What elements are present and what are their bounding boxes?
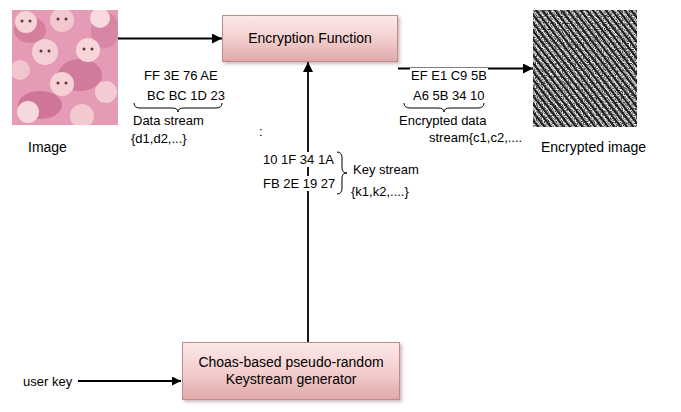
doll-eye — [65, 82, 68, 85]
stream-label: {k1,k2,....} — [350, 184, 410, 199]
process-box: Encryption Function — [222, 15, 398, 62]
image-figure: Image — [12, 10, 118, 125]
stream-label: FF 3E 76 AE — [143, 68, 219, 83]
image-caption: Image — [28, 139, 67, 155]
doll-head — [15, 11, 37, 33]
doll-eye — [48, 50, 51, 53]
stream-label: Encrypted data — [398, 113, 487, 128]
doll-head — [95, 81, 117, 103]
doll-eye — [57, 82, 60, 85]
stream-label: Data stream — [132, 113, 205, 128]
stream-label: FB 2E 19 27 — [262, 176, 336, 191]
doll-head — [70, 104, 94, 125]
stream-label: : — [258, 124, 264, 139]
process-box: Choas-based pseudo-random Keystream gene… — [182, 342, 400, 400]
box-text: Choas-based pseudo-random Keystream gene… — [191, 354, 391, 388]
doll-eye — [83, 48, 86, 51]
stream-label: BC BC 1D 23 — [146, 88, 226, 103]
doll-eye — [57, 18, 60, 21]
encrypted-noise — [533, 10, 637, 127]
doll-head — [32, 39, 58, 65]
doll-head — [12, 60, 30, 80]
user-key-arrow — [78, 380, 181, 382]
stream-label: A6 5B 34 10 — [412, 88, 486, 103]
doll-eye — [29, 20, 32, 23]
connectors — [118, 39, 533, 343]
box-text: Encryption Function — [248, 30, 372, 47]
stream-label: Key stream — [352, 162, 420, 177]
image-caption: Encrypted image — [541, 139, 646, 155]
doll-head — [50, 72, 74, 96]
encrypted-picture — [533, 10, 637, 127]
data-stream-brace — [134, 103, 222, 112]
stream-label: EF E1 C9 5B — [410, 68, 488, 83]
stream-label: user key — [22, 374, 73, 389]
doll-eye — [91, 48, 94, 51]
image-figure: Encrypted image — [533, 10, 637, 127]
encrypted-stream-brace — [404, 103, 484, 112]
doll-eye — [40, 50, 43, 53]
key-stream-brace — [337, 152, 347, 194]
doll-eye — [65, 18, 68, 21]
doll-head — [90, 10, 110, 28]
flow-arrow — [118, 38, 222, 40]
flow-arrow — [307, 62, 309, 342]
doll-head — [50, 10, 74, 32]
doll-photo — [12, 10, 118, 125]
doll-head — [76, 38, 100, 62]
stream-label: 10 1F 34 1A — [262, 152, 335, 167]
stream-label: {d1,d2,...} — [130, 131, 188, 146]
doll-head — [17, 101, 39, 123]
stream-label: stream{c1,c2,.... — [428, 130, 523, 145]
doll-eye — [21, 20, 24, 23]
